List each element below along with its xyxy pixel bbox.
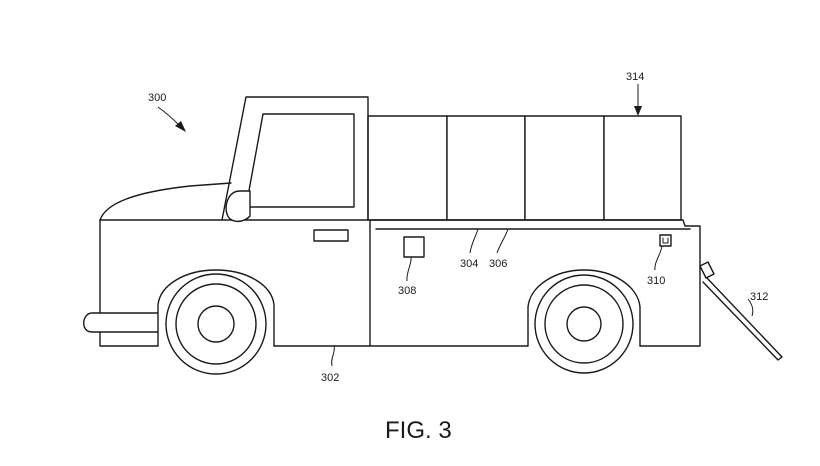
label-304: 304 bbox=[460, 258, 478, 270]
label-310: 310 bbox=[647, 275, 665, 287]
label-300: 300 bbox=[148, 92, 166, 104]
label-308: 308 bbox=[398, 285, 416, 297]
label-312: 312 bbox=[750, 291, 768, 303]
cargo-boxes bbox=[367, 115, 682, 221]
component-box bbox=[403, 236, 425, 258]
utility-body bbox=[369, 219, 701, 347]
front-wheel bbox=[157, 269, 275, 375]
device-icon bbox=[659, 234, 672, 247]
rear-wheel bbox=[527, 269, 641, 374]
door-handle bbox=[313, 229, 349, 242]
figure-caption: FIG. 3 bbox=[385, 417, 452, 444]
label-314: 314 bbox=[626, 71, 644, 83]
label-306: 306 bbox=[489, 258, 507, 270]
cab bbox=[221, 96, 369, 221]
leaders bbox=[157, 84, 754, 367]
label-302: 302 bbox=[321, 372, 339, 384]
ramp bbox=[699, 261, 783, 361]
side-mirror bbox=[225, 190, 251, 223]
reference-labels: 300 314 302 304 306 308 310 312 bbox=[148, 71, 768, 384]
front-bumper bbox=[83, 312, 158, 333]
